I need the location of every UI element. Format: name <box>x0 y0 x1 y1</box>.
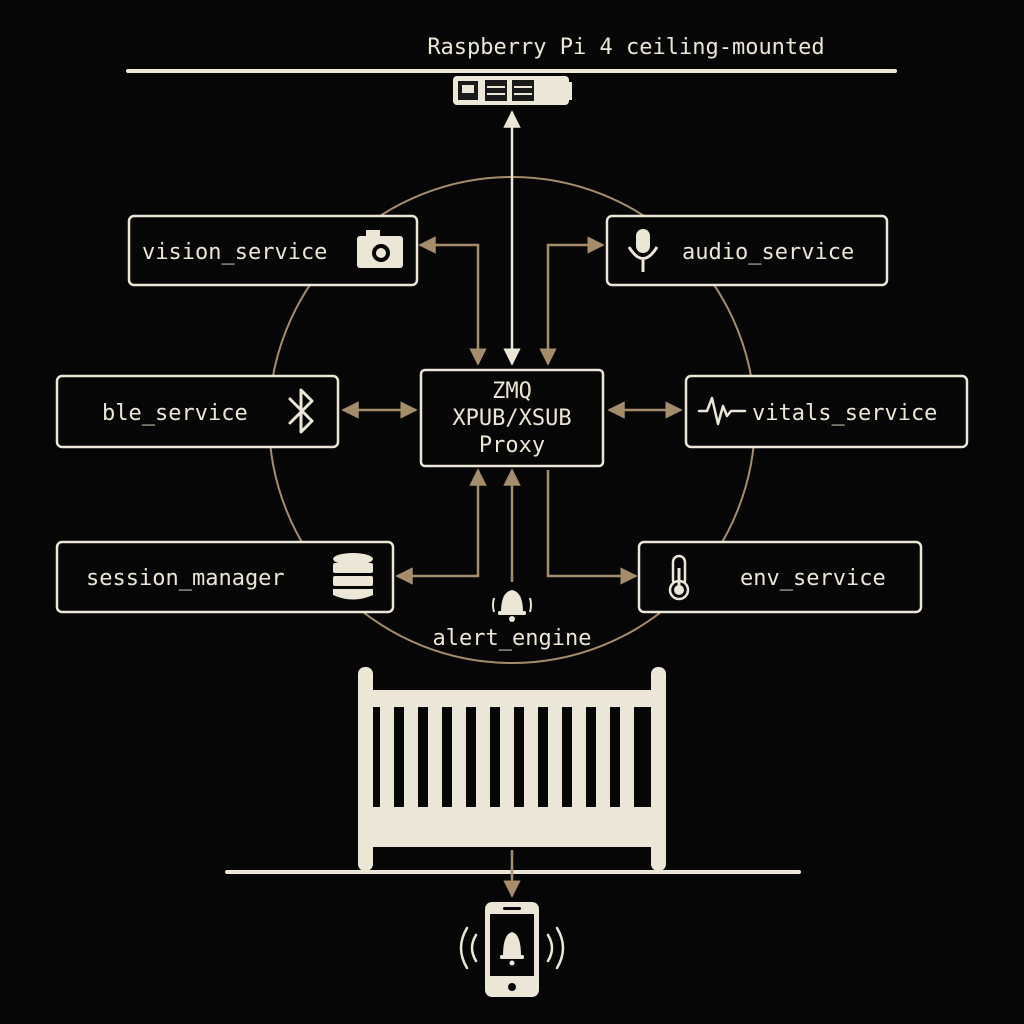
ble-service-box: ble_service <box>55 374 340 449</box>
diagram-title: Raspberry Pi 4 ceiling-mounted <box>427 35 824 60</box>
audio-connector <box>539 236 605 366</box>
thermometer-icon <box>668 554 690 601</box>
vision-connector <box>418 236 487 366</box>
proxy-line-2: XPUB/XSUB <box>452 406 571 431</box>
alert-engine-label: alert_engine <box>433 626 592 651</box>
heartbeat-icon <box>697 396 747 426</box>
proxy-line-1: ZMQ <box>492 379 532 404</box>
microphone-icon <box>627 229 659 272</box>
raspberry-pi-icon <box>453 76 572 105</box>
proxy-line-3: Proxy <box>479 433 545 458</box>
env-connector <box>546 470 638 585</box>
crib-icon <box>358 667 666 871</box>
database-icon <box>333 553 373 600</box>
vision-service-box: vision_service <box>127 214 419 287</box>
ble-service-label: ble_service <box>102 401 248 426</box>
vitals-service-label: vitals_service <box>752 401 937 426</box>
session-manager-label: session_manager <box>86 566 285 591</box>
env-service-box: env_service <box>637 540 923 614</box>
env-service-label: env_service <box>740 566 886 591</box>
session-connector <box>395 468 487 585</box>
phone-alert-icon <box>459 902 565 997</box>
session-manager-box: session_manager <box>55 540 395 614</box>
vitals-service-box: vitals_service <box>684 374 969 449</box>
camera-icon <box>357 230 403 268</box>
bell-icon <box>492 590 532 622</box>
bluetooth-icon <box>288 388 314 434</box>
zmq-proxy-box: ZMQ XPUB/XSUB Proxy <box>419 368 605 468</box>
connectors <box>341 236 683 585</box>
audio-service-box: audio_service <box>605 214 889 287</box>
alert-engine-node: alert_engine <box>433 590 592 651</box>
vision-service-label: vision_service <box>142 240 327 265</box>
audio-service-label: audio_service <box>682 240 854 265</box>
